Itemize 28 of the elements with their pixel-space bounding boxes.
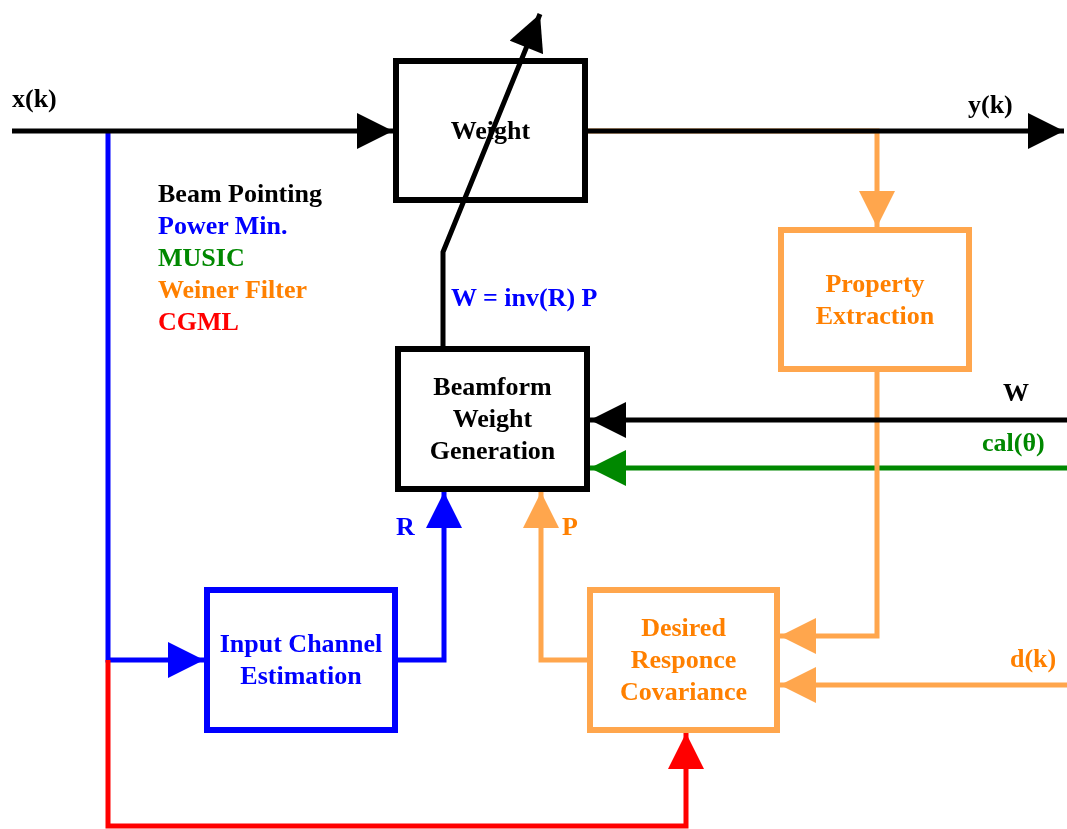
edge-label: d(k) bbox=[1010, 644, 1057, 674]
arrow bbox=[440, 13, 544, 346]
arrow bbox=[105, 660, 704, 829]
edge-label: x(k) bbox=[12, 84, 57, 114]
legend-text: Power Min. bbox=[158, 210, 289, 242]
edge-label: y(k) bbox=[968, 90, 1013, 120]
legend-text: CGML bbox=[158, 306, 240, 338]
legend-text: Beam Pointing bbox=[158, 178, 322, 210]
formula-label: W = inv(R) P bbox=[451, 283, 598, 313]
arrow bbox=[523, 492, 587, 663]
process-box: Desired Responce Covariance bbox=[587, 587, 780, 733]
edge-label: W bbox=[1003, 378, 1029, 408]
legend-text: MUSIC bbox=[158, 242, 246, 274]
arrow bbox=[780, 667, 1067, 703]
process-box: Input Channel Estimation bbox=[204, 587, 398, 733]
arrow bbox=[590, 450, 1067, 486]
process-box: Beamform Weight Generation bbox=[395, 346, 590, 492]
edge-label: P bbox=[562, 512, 578, 542]
arrow bbox=[12, 113, 393, 149]
arrow bbox=[590, 402, 1067, 438]
arrow bbox=[105, 131, 204, 678]
arrow bbox=[398, 492, 462, 663]
legend-text: Weiner Filter bbox=[158, 274, 308, 306]
arrow bbox=[780, 372, 880, 654]
process-box: Property Extraction bbox=[778, 227, 972, 372]
arrow bbox=[588, 113, 1064, 149]
edge-label: cal(θ) bbox=[982, 428, 1045, 458]
edge-label: R bbox=[396, 512, 415, 542]
